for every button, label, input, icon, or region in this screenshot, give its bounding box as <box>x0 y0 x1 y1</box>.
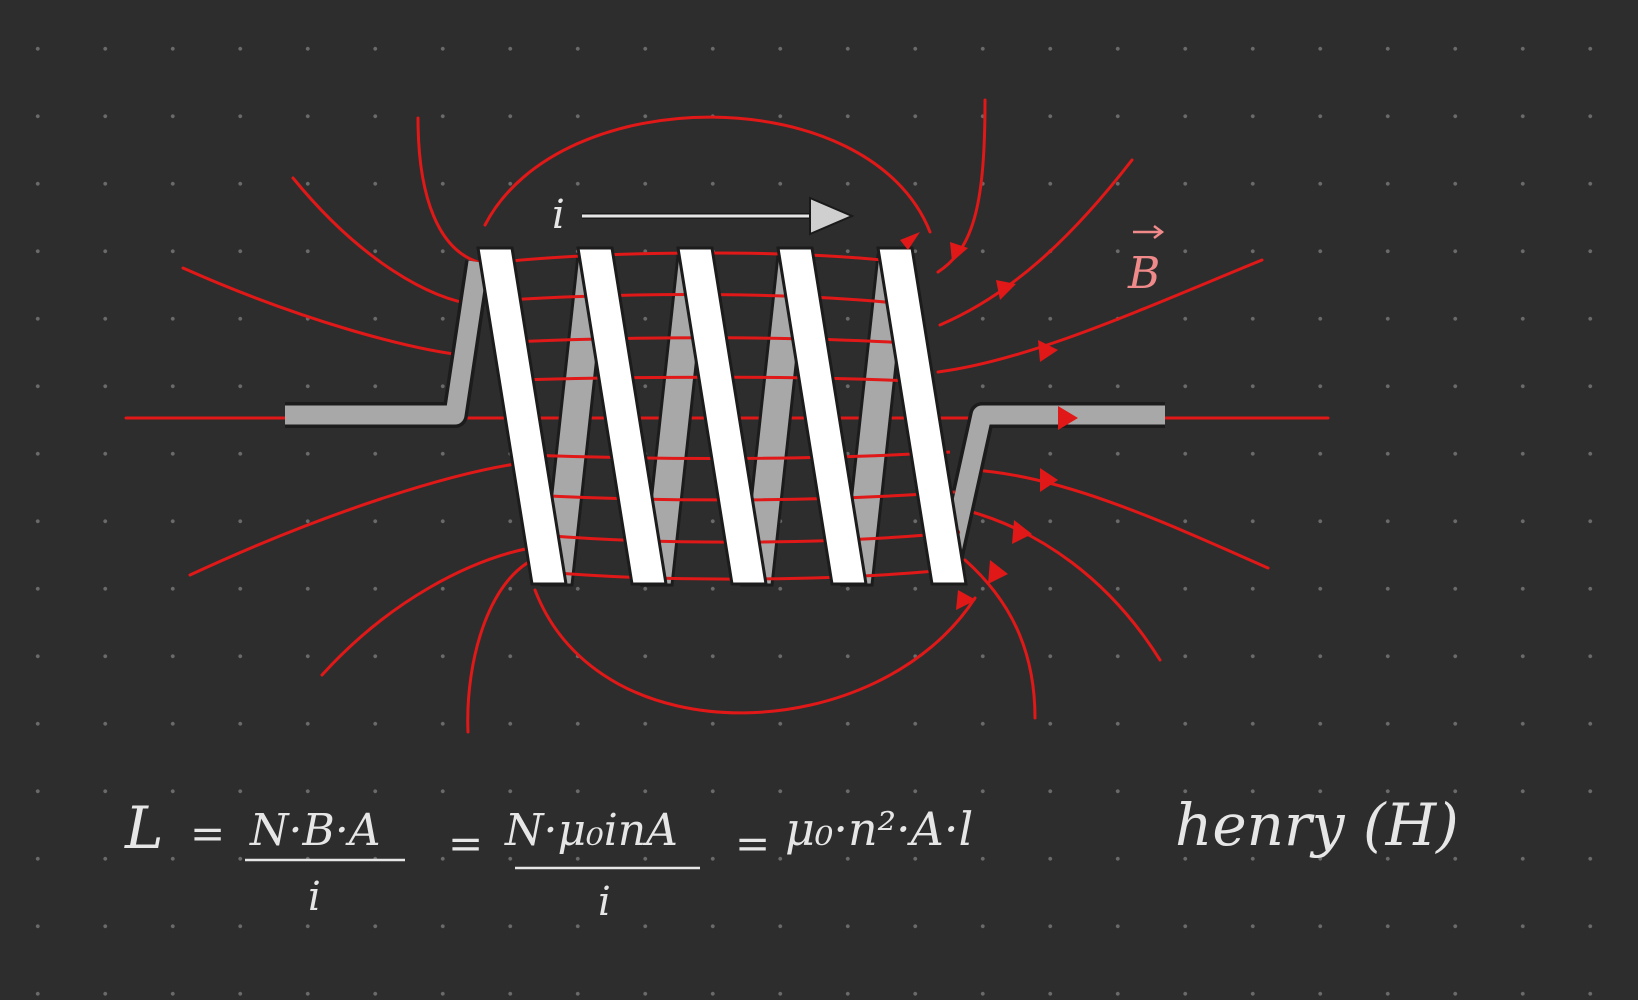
field-arrow-icon <box>1058 406 1078 430</box>
field-line-left-1 <box>181 266 472 358</box>
field-arrow-icon <box>956 590 976 610</box>
field-line-outer-bottom <box>533 588 977 715</box>
current-arrow <box>582 196 855 236</box>
field-arrow-icon <box>1038 340 1058 362</box>
field-line-right-1 <box>936 258 1264 374</box>
current-arrowhead-icon <box>809 196 855 236</box>
field-line-bottom-right-2 <box>963 558 1037 720</box>
field-line-outer-top <box>483 115 932 234</box>
field-line-top-right-2 <box>938 158 1134 327</box>
field-line-right-2 <box>970 468 1270 570</box>
field-arrow-icon <box>988 560 1008 584</box>
field-label: B <box>1127 248 1160 299</box>
field-line-left-2 <box>188 460 532 577</box>
coil-front-strands <box>476 246 968 586</box>
field-arrow-icon <box>900 232 920 250</box>
current-label: i <box>552 192 565 238</box>
formula-equals-1: = <box>190 809 225 858</box>
field-line-top-left-1 <box>416 116 480 264</box>
unit-label: henry (H) <box>1175 791 1459 859</box>
field-line-bottom-right-1 <box>963 508 1162 662</box>
fraction-1-numerator: N·B·A <box>249 805 381 856</box>
fraction-2-denominator: i <box>598 879 611 925</box>
formula-equals-3: = <box>735 819 770 868</box>
magnetic-field-lines <box>124 98 1330 734</box>
field-arrow-icon <box>996 280 1016 300</box>
field-arrow-icon <box>1012 520 1032 544</box>
field-line-bottom-left-1 <box>320 546 532 677</box>
vector-arrow-icon <box>1133 225 1165 239</box>
formula-equals-2: = <box>448 819 483 868</box>
field-line-bottom-left-2 <box>466 553 547 734</box>
coil-lead-wires <box>285 260 1165 563</box>
field-line-top-right-1 <box>936 98 987 274</box>
field-arrow-icon <box>950 242 968 262</box>
field-direction-arrows <box>900 232 1078 610</box>
inductance-formula: L = N·B·A i = N·μ₀inA i = μ₀·n²·A·l henr… <box>124 791 1459 925</box>
field-arrow-icon <box>1040 468 1058 492</box>
fraction-1-denominator: i <box>308 874 321 920</box>
formula-lhs: L <box>124 794 164 862</box>
formula-rhs: μ₀·n²·A·l <box>785 802 973 856</box>
fraction-2-numerator: N·μ₀inA <box>504 805 678 856</box>
